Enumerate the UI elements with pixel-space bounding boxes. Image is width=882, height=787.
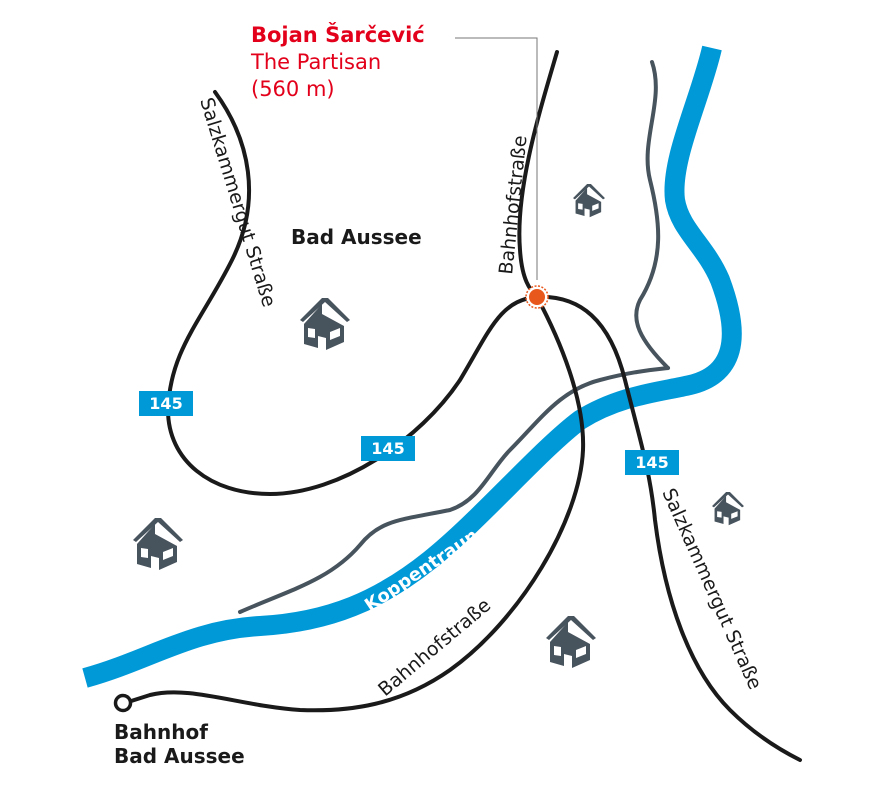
svg-text:145: 145 (149, 394, 182, 413)
stream-north (634, 60, 670, 370)
artwork-marker-dot (529, 289, 545, 305)
house-icon (573, 184, 605, 218)
station-icon[interactable] (113, 693, 133, 713)
stream (238, 366, 670, 614)
road-salzkammergut-east (535, 294, 802, 762)
route-shield: 145 (139, 391, 193, 416)
house-icon (300, 298, 350, 350)
poi-work: The Partisan (250, 50, 381, 74)
house-icon (546, 616, 596, 668)
house-icon (133, 518, 183, 570)
road-bahnhof-south (126, 295, 586, 713)
route-shield: 145 (625, 450, 679, 475)
road-salzkammergut-west (165, 90, 539, 497)
street-label: Salzkammergut Straße (657, 485, 766, 693)
town-label: Bad Aussee (291, 225, 422, 249)
road-bahnhof-north (517, 50, 559, 299)
river-label: Koppentraun (361, 525, 482, 616)
route-shield: 145 (361, 436, 415, 461)
poi-distance: (560 m) (251, 77, 335, 101)
svg-text:145: 145 (371, 439, 404, 458)
station-label-line2: Bad Aussee (114, 744, 245, 768)
river-koppentraun (82, 45, 742, 688)
street-label: Bahnhofstraße (495, 134, 531, 275)
house-icon (712, 492, 744, 526)
leader-line (455, 37, 538, 280)
station-label-line1: Bahnhof (114, 720, 208, 744)
poi-name: Bojan Šarčević (251, 22, 425, 47)
svg-text:145: 145 (635, 453, 668, 472)
